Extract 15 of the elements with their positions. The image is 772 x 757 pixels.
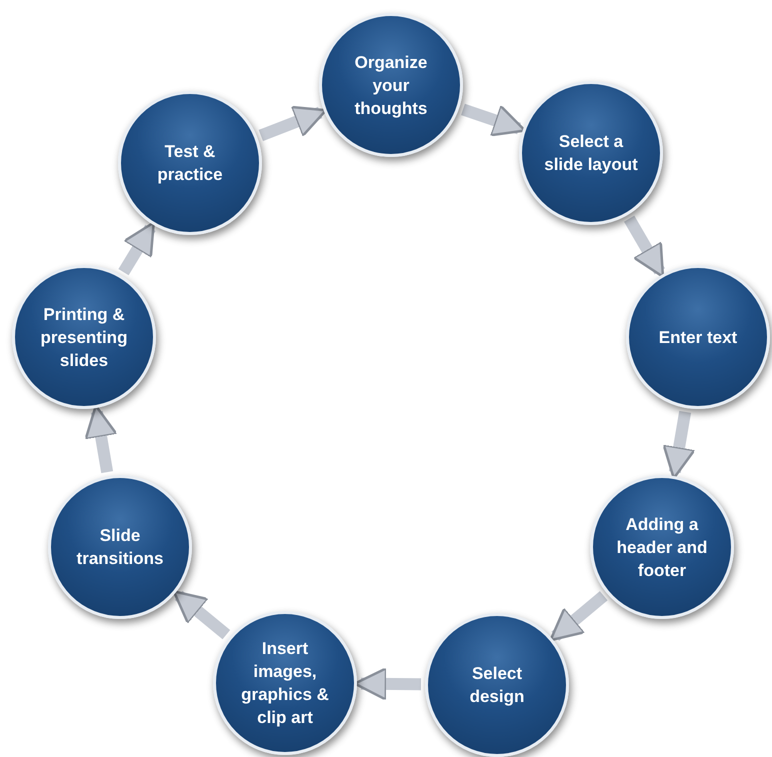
step-label: Test & practice [156, 141, 224, 186]
step-label: Insert images, graphics & clip art [240, 638, 330, 729]
step-label: Select a slide layout [543, 131, 639, 176]
block-arrow [172, 590, 230, 640]
step-label: Adding a header and footer [616, 514, 708, 582]
step-label: Select design [468, 663, 526, 708]
step-label: Organize your thoughts [354, 52, 428, 120]
block-arrow [258, 106, 328, 142]
block-arrow [549, 591, 608, 642]
step-label: Printing & presenting slides [40, 304, 128, 372]
block-arrow [624, 216, 665, 278]
step-label: Enter text [658, 326, 738, 348]
block-arrow [118, 221, 156, 276]
block-arrow [461, 104, 526, 137]
step-label: Slide transitions [76, 525, 164, 570]
